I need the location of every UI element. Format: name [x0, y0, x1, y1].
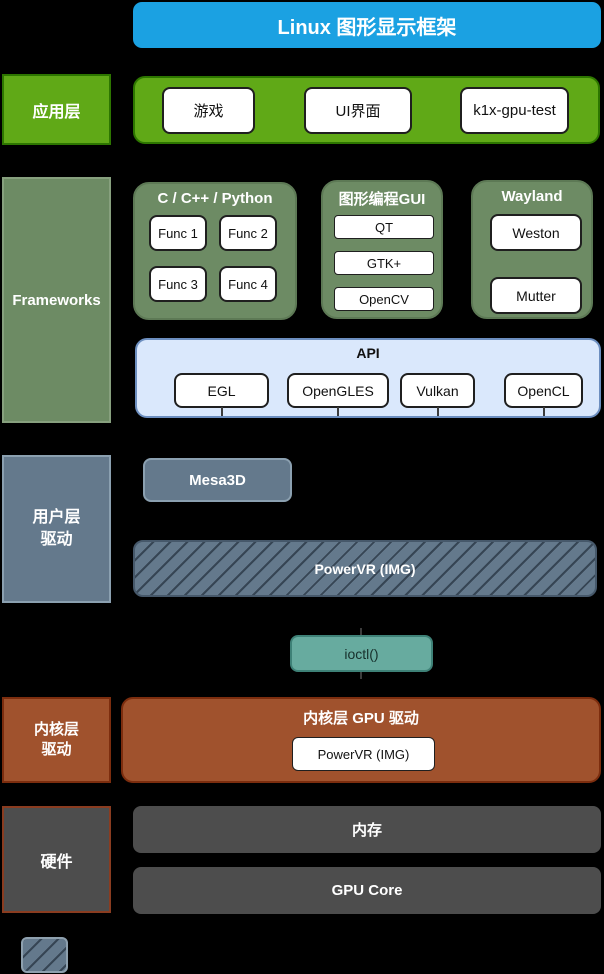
layer-label-user-driver: 用户层 驱动	[2, 455, 111, 603]
user-driver-label-line2: 驱动	[40, 531, 73, 548]
opencl-connector-line	[543, 407, 545, 416]
app-item-ui: UI界面	[304, 87, 412, 134]
egl-box: EGL	[174, 373, 269, 408]
ioctl-box: ioctl()	[290, 635, 433, 672]
api-title: API	[356, 345, 380, 361]
powervr-userspace-box: PowerVR (IMG)	[133, 540, 597, 597]
memory-box: 内存	[133, 806, 601, 853]
kernel-gpu-driver-title: 内核层 GPU 驱动	[303, 710, 419, 727]
func3-box: Func 3	[149, 266, 207, 302]
opencl-box: OpenCL	[504, 373, 583, 408]
diagram-title: Linux 图形显示框架	[133, 2, 601, 48]
frameworks-group-languages: C / C++ / Python Func 1 Func 2 Func 3 Fu…	[133, 182, 297, 320]
mutter-box: Mutter	[490, 277, 582, 314]
vulkan-connector-line	[437, 407, 439, 416]
hatched-legend-swatch	[21, 937, 68, 973]
qt-box: QT	[334, 215, 434, 239]
kernel-driver-label-line2: 驱动	[41, 741, 72, 758]
ioctl-bottom-connector-line	[360, 672, 362, 679]
application-container: 游戏 UI界面 k1x-gpu-test	[133, 76, 600, 144]
layer-label-hardware: 硬件	[2, 806, 111, 913]
app-item-k1x-gpu-test: k1x-gpu-test	[460, 87, 569, 134]
group-title-gui: 图形编程GUI	[338, 191, 426, 208]
layer-label-frameworks: Frameworks	[2, 177, 111, 423]
opencv-box: OpenCV	[334, 287, 434, 311]
app-item-game: 游戏	[162, 87, 255, 134]
layer-label-kernel-driver: 内核层 驱动	[2, 697, 111, 783]
group-title-wayland: Wayland	[501, 188, 563, 205]
powervr-kernel-box: PowerVR (IMG)	[292, 737, 435, 771]
api-container: API EGL OpenGLES Vulkan OpenCL	[135, 338, 601, 418]
gtk-box: GTK+	[334, 251, 434, 275]
vulkan-box: Vulkan	[400, 373, 475, 408]
kernel-gpu-driver-container: 内核层 GPU 驱动 PowerVR (IMG)	[121, 697, 601, 783]
layer-label-application: 应用层	[2, 74, 111, 145]
mesa3d-box: Mesa3D	[143, 458, 292, 502]
frameworks-group-gui: 图形编程GUI QT GTK+ OpenCV	[321, 180, 443, 319]
egl-connector-line	[221, 407, 223, 416]
gpu-core-box: GPU Core	[133, 867, 601, 914]
kernel-driver-label-line1: 内核层	[33, 720, 79, 738]
group-title-languages: C / C++ / Python	[157, 190, 273, 207]
ioctl-top-connector-line	[360, 628, 362, 635]
func2-box: Func 2	[219, 215, 277, 251]
frameworks-group-wayland: Wayland Weston Mutter	[471, 180, 593, 319]
opengles-connector-line	[337, 407, 339, 416]
func1-box: Func 1	[149, 215, 207, 251]
user-driver-label-line1: 用户层	[32, 509, 81, 527]
opengles-box: OpenGLES	[287, 373, 389, 408]
weston-box: Weston	[490, 214, 582, 251]
func4-box: Func 4	[219, 266, 277, 302]
